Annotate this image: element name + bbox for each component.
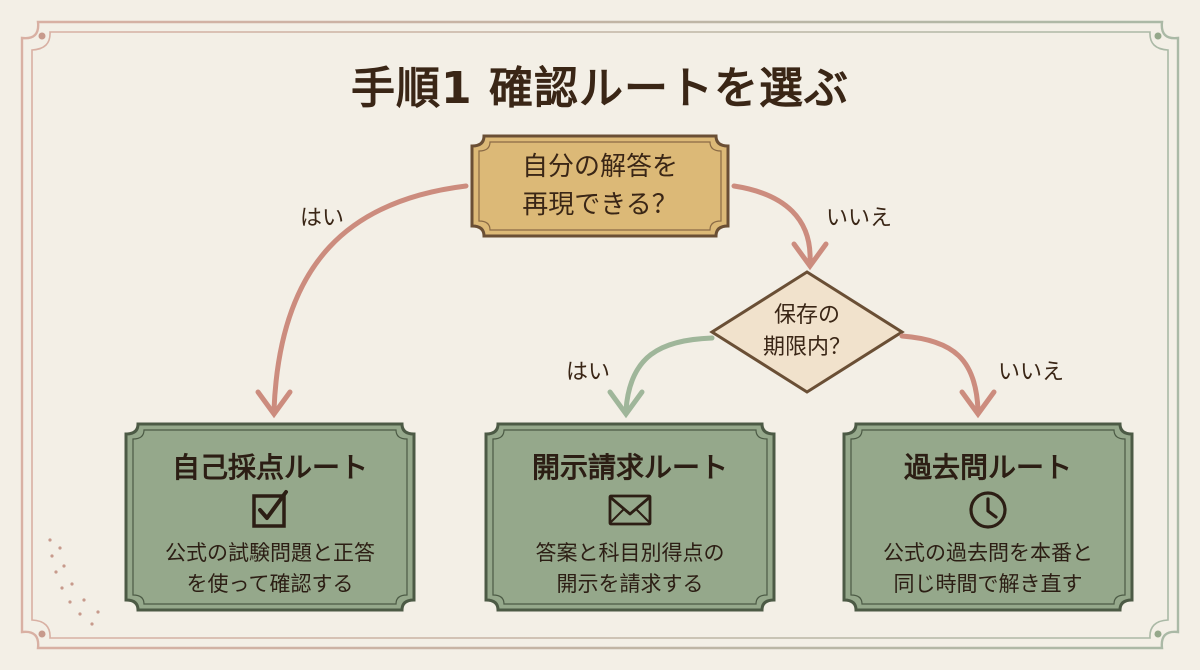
arrow-second-no (899, 333, 997, 419)
page-title: 手順1 確認ルートを選ぶ (351, 63, 849, 114)
edge-label-start-yes: はい (300, 206, 345, 231)
start-question-shape (470, 134, 730, 238)
route-title: 自己採点ルート (171, 451, 368, 484)
second-question-shape (709, 270, 905, 394)
route-disclosure-request: 開示請求ルート 答案と科目別得点の 開示を請求する (487, 424, 773, 610)
arrow-second-yes (607, 335, 715, 419)
route-description: 答案と科目別得点の 開示を請求する (535, 541, 725, 596)
edge-label-second-no: いいえ (998, 360, 1065, 385)
route-past-exam: 過去問ルート 公式の過去問を本番と 同じ時間で解き直す (845, 424, 1131, 610)
route-title: 過去問ルート (903, 451, 1072, 484)
route-box-disclosure-shape (484, 422, 776, 612)
start-question: 自分の解答を 再現できる？ (472, 136, 728, 236)
arrow-start-yes (255, 183, 469, 419)
envelope-icon (608, 494, 652, 526)
corner-dots (38, 32, 1162, 638)
arrow-start-no (731, 183, 829, 271)
route-description: 公式の過去問を本番と 同じ時間で解き直す (883, 541, 1093, 596)
route-description: 公式の試験問題と正答 を使って確認する (165, 541, 375, 596)
checkbox-icon (252, 490, 288, 528)
edge-label-second-yes: はい (566, 360, 611, 385)
second-question: 保存の 期限内？ (712, 270, 902, 394)
decorative-dotted-arc (48, 538, 100, 626)
second-question-text: 保存の 期限内？ (762, 303, 851, 360)
route-title: 開示請求ルート (531, 451, 728, 484)
clock-icon (969, 491, 1007, 529)
route-box-past-exam-shape (842, 422, 1134, 612)
start-question-text: 自分の解答を 再現できる？ (521, 152, 678, 220)
decorative-frame (20, 20, 1180, 650)
route-self-scoring: 自己採点ルート 公式の試験問題と正答 を使って確認する (127, 424, 413, 610)
edge-label-start-no: いいえ (826, 206, 893, 231)
